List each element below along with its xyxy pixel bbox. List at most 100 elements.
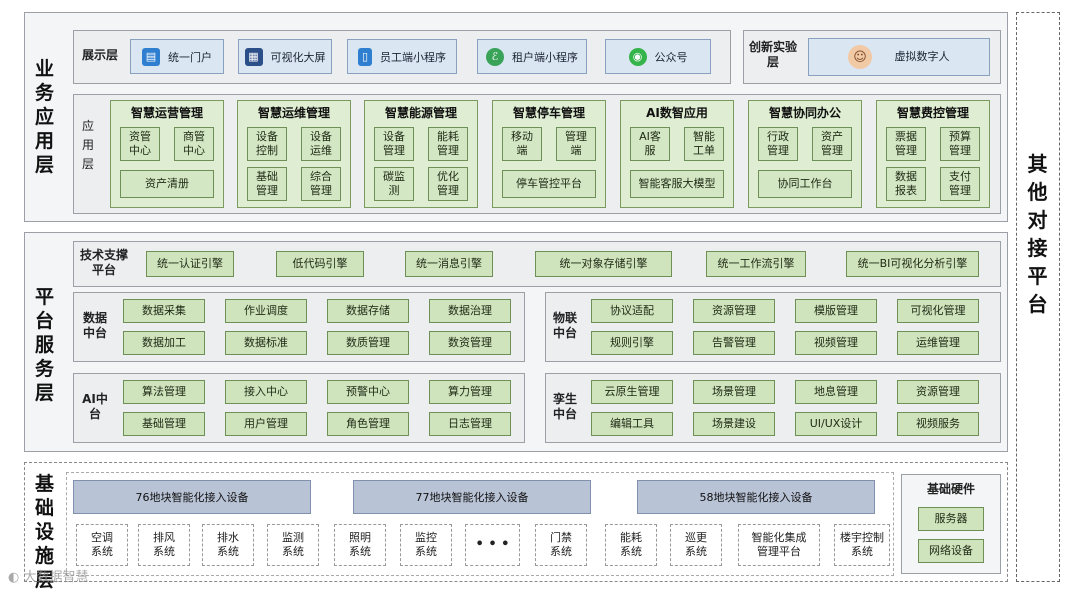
staff-mini-program-button[interactable]: ▯ 员工端小程序 [347, 39, 457, 74]
subsystem[interactable]: 空调系统 [76, 524, 128, 566]
app-group-title: 智慧能源管理 [384, 106, 457, 120]
ai-center-item[interactable]: 用户管理 [225, 412, 307, 436]
data-center-item[interactable]: 数据存储 [327, 299, 409, 323]
access-bar[interactable]: 76地块智能化接入设备 [73, 480, 311, 514]
tech-engine[interactable]: 低代码引擎 [276, 251, 364, 277]
dashboard-screen-button[interactable]: ▦ 可视化大屏 [238, 39, 332, 74]
iot-center-item[interactable]: 协议适配 [591, 299, 673, 323]
data-center-item[interactable]: 数据治理 [429, 299, 511, 323]
data-center-item[interactable]: 数据加工 [123, 331, 205, 355]
ai-center-item[interactable]: 算法管理 [123, 380, 205, 404]
app-item[interactable]: 优化管理 [428, 167, 468, 201]
iot-center-item[interactable]: 视频管理 [795, 331, 877, 355]
staff-mini-program-label: 员工端小程序 [380, 50, 446, 64]
app-group-expense: 智慧费控管理 票据管理 预算管理 数据报表 支付管理 [876, 100, 990, 208]
twin-center-item[interactable]: 场景管理 [693, 380, 775, 404]
app-item[interactable]: 商管中心 [174, 127, 214, 161]
app-item[interactable]: 资产清册 [120, 170, 214, 198]
hardware-item[interactable]: 服务器 [918, 507, 984, 531]
app-group-ai: AI数智应用 AI客服 智能工单 智能客服大模型 [620, 100, 734, 208]
app-item[interactable]: 数据报表 [886, 167, 926, 201]
app-item[interactable]: 设备运维 [301, 127, 341, 161]
twin-center-item[interactable]: 云原生管理 [591, 380, 673, 404]
tech-engine[interactable]: 统一BI可视化分析引擎 [846, 251, 979, 277]
subsystem[interactable]: 门禁系统 [535, 524, 587, 566]
iot-center-item[interactable]: 可视化管理 [897, 299, 979, 323]
subsystem[interactable]: 智能化集成管理平台 [738, 524, 820, 566]
app-item[interactable]: 停车管控平台 [502, 170, 596, 198]
twin-center-item[interactable]: 视频服务 [897, 412, 979, 436]
data-center-item[interactable]: 数据采集 [123, 299, 205, 323]
data-center-label: 数据中台 [82, 311, 107, 340]
app-item[interactable]: 支付管理 [940, 167, 980, 201]
app-item[interactable]: 行政管理 [758, 127, 798, 161]
app-item[interactable]: 能耗管理 [428, 127, 468, 161]
tenant-mini-program-button[interactable]: ℰ 租户端小程序 [477, 39, 587, 74]
subsystem[interactable]: 监控系统 [400, 524, 452, 566]
access-bar[interactable]: 58地块智能化接入设备 [637, 480, 875, 514]
access-bar[interactable]: 77地块智能化接入设备 [353, 480, 591, 514]
tech-engine[interactable]: 统一工作流引擎 [706, 251, 806, 277]
wechat-icon: ◉ [628, 47, 647, 66]
iot-center-item[interactable]: 规则引擎 [591, 331, 673, 355]
app-item[interactable]: 智能客服大模型 [630, 170, 724, 198]
subsystem[interactable]: 排风系统 [138, 524, 190, 566]
hardware-label: 基础硬件 [926, 482, 975, 496]
subsystem[interactable]: 排水系统 [202, 524, 254, 566]
app-item[interactable]: AI客服 [630, 127, 670, 161]
iot-center-item[interactable]: 模版管理 [795, 299, 877, 323]
app-item[interactable]: 资管中心 [120, 127, 160, 161]
app-item[interactable]: 预算管理 [940, 127, 980, 161]
wechat-official-account-label: 公众号 [654, 50, 688, 64]
app-item[interactable]: 管理端 [556, 127, 596, 161]
app-item[interactable]: 设备管理 [374, 127, 414, 161]
data-center-item[interactable]: 数资管理 [429, 331, 511, 355]
subsystem[interactable]: 巡更系统 [670, 524, 722, 566]
iot-center-item[interactable]: 运维管理 [897, 331, 979, 355]
app-group-collaboration: 智慧协同办公 行政管理 资产管理 协同工作台 [748, 100, 862, 208]
portal-button[interactable]: ▤ 统一门户 [130, 39, 224, 74]
data-center-item[interactable]: 作业调度 [225, 299, 307, 323]
phone-icon: ▯ [358, 47, 372, 66]
other-platform-title: 其他对接平台 [1027, 152, 1049, 316]
twin-center-item[interactable]: 编辑工具 [591, 412, 673, 436]
hardware-item[interactable]: 网络设备 [918, 539, 984, 563]
wechat-official-account-button[interactable]: ◉ 公众号 [605, 39, 711, 74]
tech-engine[interactable]: 统一认证引擎 [146, 251, 234, 277]
ai-center-item[interactable]: 接入中心 [225, 380, 307, 404]
ai-center-item[interactable]: 基础管理 [123, 412, 205, 436]
app-item[interactable]: 碳监测 [374, 167, 414, 201]
twin-center-item[interactable]: UI/UX设计 [795, 412, 877, 436]
twin-center-item[interactable]: 场景建设 [693, 412, 775, 436]
app-item[interactable]: 综合管理 [301, 167, 341, 201]
digital-human-icon: ☺ [848, 45, 872, 69]
twin-center-item[interactable]: 资源管理 [897, 380, 979, 404]
app-item[interactable]: 协同工作台 [758, 170, 852, 198]
twin-center-item[interactable]: 地息管理 [795, 380, 877, 404]
ai-center-label: AI中台 [82, 392, 108, 421]
app-item[interactable]: 票据管理 [886, 127, 926, 161]
ai-center-item[interactable]: 角色管理 [327, 412, 409, 436]
ai-center-item[interactable]: 预警中心 [327, 380, 409, 404]
ai-center-item[interactable]: 算力管理 [429, 380, 511, 404]
tech-engine[interactable]: 统一消息引擎 [405, 251, 493, 277]
iot-center-item[interactable]: 告警管理 [693, 331, 775, 355]
app-item[interactable]: 智能工单 [684, 127, 724, 161]
ellipsis: • • • [465, 524, 520, 566]
tech-engine[interactable]: 统一对象存储引擎 [535, 251, 672, 277]
digital-human-button[interactable]: ☺ 虚拟数字人 [808, 38, 990, 76]
subsystem[interactable]: 监测系统 [267, 524, 319, 566]
innovation-layer-label: 创新实验层 [749, 40, 798, 69]
subsystem[interactable]: 楼宇控制系统 [834, 524, 890, 566]
data-center-item[interactable]: 数据标准 [225, 331, 307, 355]
app-item[interactable]: 设备控制 [247, 127, 287, 161]
subsystem[interactable]: 能耗系统 [605, 524, 657, 566]
app-item[interactable]: 资产管理 [812, 127, 852, 161]
subsystem[interactable]: 照明系统 [334, 524, 386, 566]
iot-center-item[interactable]: 资源管理 [693, 299, 775, 323]
data-center-item[interactable]: 数质管理 [327, 331, 409, 355]
ai-center-item[interactable]: 日志管理 [429, 412, 511, 436]
dashboard-screen-icon: ▦ [244, 47, 263, 66]
app-item[interactable]: 基础管理 [247, 167, 287, 201]
app-item[interactable]: 移动端 [502, 127, 542, 161]
